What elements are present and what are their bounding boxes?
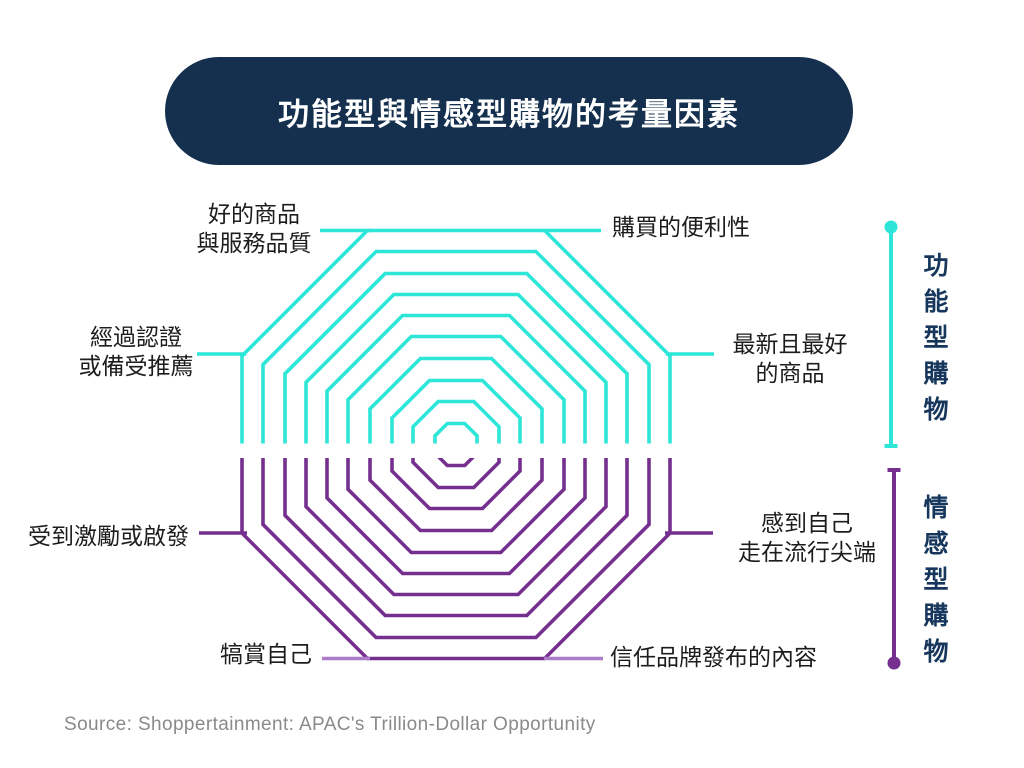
octagon-ring-functional xyxy=(368,356,544,444)
label-good-product-quality: 好的商品 與服務品質 xyxy=(196,201,312,256)
octagon-ring-emotional xyxy=(368,458,544,533)
octagon-ring-emotional xyxy=(346,458,566,555)
octagon-ring-functional xyxy=(325,313,587,444)
label-certified-recommended: 經過認證 或備受推薦 xyxy=(78,324,194,379)
title-banner: 功能型與情感型購物的考量因素 xyxy=(165,57,853,165)
label-purchase-convenience: 購買的便利性 xyxy=(612,214,750,240)
label-reward-self: 犒賞自己 xyxy=(220,641,312,667)
octagon-ring-functional xyxy=(433,421,479,444)
octagon-ring-functional xyxy=(304,292,608,444)
octagon-ring-functional xyxy=(261,249,651,444)
legend-emotional-shopping: 情感型購物 xyxy=(920,494,948,674)
functional-rings xyxy=(240,228,672,444)
legend-dot-functional xyxy=(884,220,898,234)
label-motivated-inspired: 受到激勵或啟發 xyxy=(28,523,189,549)
label-newest-best-product: 最新且最好 的商品 xyxy=(732,331,848,386)
octagon-ring-emotional xyxy=(261,458,651,640)
octagon-ring-emotional xyxy=(390,458,522,511)
label-trend-leading: 感到自己 走在流行尖端 xyxy=(738,510,876,565)
octagon-ring-functional xyxy=(240,228,672,444)
octagon-ring-emotional xyxy=(304,458,608,597)
legend-dot-emotional xyxy=(887,656,901,670)
octagon-ring-functional xyxy=(390,378,522,444)
octagon-ring-functional xyxy=(346,334,566,444)
label-trust-brand-content: 信任品牌發布的內容 xyxy=(610,644,817,670)
legend-functional-shopping: 功能型購物 xyxy=(920,252,948,432)
source-citation: Source: Shoppertainment: APAC's Trillion… xyxy=(64,714,596,735)
page-title: 功能型與情感型購物的考量因素 xyxy=(278,96,740,132)
octagon-ring-emotional xyxy=(325,458,587,576)
octagon-ring-functional xyxy=(283,271,629,444)
octagon-ring-functional xyxy=(411,399,501,444)
octagon-ring-emotional xyxy=(437,458,475,468)
octagon-ring-emotional xyxy=(411,458,501,490)
octagon-ring-emotional xyxy=(283,458,629,618)
